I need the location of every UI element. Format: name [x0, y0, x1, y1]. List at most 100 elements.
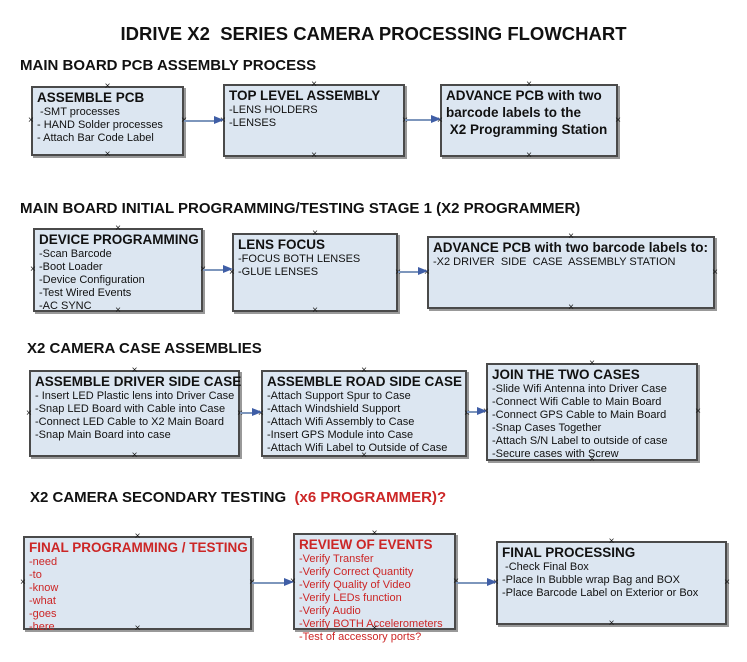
flow-box-final-processing: FINAL PROCESSING -Check Final Box-Place …: [493, 537, 730, 629]
box-title: DEVICE PROGRAMMING: [39, 232, 199, 247]
flow-box-assemble-road-side-case: ASSEMBLE ROAD SIDE CASE -Attach Support …: [258, 366, 470, 461]
box-item: -Verify Quality of Video: [299, 579, 411, 591]
box-items: - Insert LED Plastic lens into Driver Ca…: [35, 390, 238, 442]
connection-handle-icon: ×: [104, 149, 111, 160]
box-item: -what: [29, 595, 56, 607]
box-item: -Snap LED Board with Cable into Case: [35, 403, 226, 415]
heading-pcb-assembly: MAIN BOARD PCB ASSEMBLY PROCESS: [20, 57, 316, 74]
flow-box-lens-focus: LENS FOCUS -FOCUS BOTH LENSES-GLUE LENSE…: [229, 229, 401, 316]
box-item: -Attach Support Spur to Case: [267, 390, 411, 402]
box-items: -SMT processes- HAND Solder processes- A…: [37, 106, 182, 145]
heading-text: MAIN BOARD PCB ASSEMBLY PROCESS: [20, 57, 317, 74]
box-title: JOIN THE TWO CASES: [492, 367, 640, 382]
box-title: REVIEW OF EVENTS: [299, 537, 433, 552]
box-item: -Verify BOTH Accelerometers: [299, 618, 443, 630]
arrow-head-icon: [252, 408, 262, 416]
box-item: -Connect GPS Cable to Main Board: [492, 409, 667, 421]
box-item: -FOCUS BOTH LENSES: [238, 253, 361, 265]
arrow-head-icon: [223, 265, 233, 273]
flow-box-advance-pcb-programming-station: ADVANCE PCB with two barcode labels to t…: [437, 80, 621, 161]
box-items: -FOCUS BOTH LENSES-GLUE LENSES: [238, 253, 396, 279]
connection-handle-icon: ×: [615, 114, 621, 126]
box-item: -SMT processes: [37, 106, 120, 118]
connection-handle-icon: ×: [28, 115, 34, 126]
connection-handle-icon: ×: [712, 266, 718, 278]
arrow-head-icon: [284, 578, 294, 586]
box-item: -X2 DRIVER SIDE CASE ASSEMBLY STATION: [433, 256, 676, 268]
arrow-line: [405, 119, 433, 121]
heading-case-assemblies: X2 CAMERA CASE ASSEMBLIES: [27, 340, 262, 357]
box-item: -Verify Correct Quantity: [299, 566, 414, 578]
arrow-head-icon: [477, 407, 487, 415]
box-item: -Snap Main Board into case: [35, 429, 171, 441]
connection-handle-icon: ×: [608, 618, 615, 629]
arrow-head-icon: [418, 267, 428, 275]
connection-handle-icon: ×: [464, 407, 470, 419]
arrow-head-icon: [431, 115, 441, 123]
box-items: -LENS HOLDERS-LENSES: [229, 104, 403, 130]
box-item: -Attach Wifi Label to Outside of Case: [267, 442, 448, 454]
box-items: -need-to-know-what-goes-here: [29, 556, 250, 634]
box-item: -Verify Transfer: [299, 553, 374, 565]
arrow-head-icon: [487, 578, 497, 586]
box-item: -Verify Audio: [299, 605, 361, 617]
box-items: -Attach Support Spur to Case-Attach Wind…: [267, 390, 465, 455]
box-item: -LENS HOLDERS: [229, 104, 318, 116]
flow-box-assemble-driver-side-case: ASSEMBLE DRIVER SIDE CASE - Insert LED P…: [26, 366, 243, 461]
arrow-line: [240, 412, 254, 414]
box-item: -Check Final Box: [502, 561, 589, 573]
box-title: ADVANCE PCB with two barcode labels to t…: [446, 88, 608, 137]
flow-box-review-of-events: REVIEW OF EVENTS -Verify Transfer-Verify…: [290, 529, 459, 644]
box-title: FINAL PROGRAMMING / TESTING: [29, 540, 248, 555]
box-item: -Test of accessory ports?: [299, 631, 422, 643]
box-item: -Scan Barcode: [39, 248, 112, 260]
flow-box-advance-pcb-driver-side: ADVANCE PCB with two barcode labels to: …: [424, 232, 718, 313]
connection-handle-icon: ×: [131, 450, 138, 461]
box-item: -goes: [29, 608, 57, 620]
box-item: -Snap Cases Together: [492, 422, 602, 434]
box-item: -Place Barcode Label on Exterior or Box: [502, 587, 699, 599]
box-item: -need: [29, 556, 58, 568]
connection-handle-icon: ×: [312, 305, 318, 316]
box-item: -Attach Windshield Support: [267, 403, 401, 415]
box-items: -Slide Wifi Antenna into Driver Case-Con…: [492, 383, 696, 461]
flow-box-assemble-pcb: ASSEMBLE PCB -SMT processes- HAND Solder…: [28, 82, 187, 160]
heading-initial-programming: MAIN BOARD INITIAL PROGRAMMING/TESTING S…: [20, 200, 580, 217]
box-item: -Test Wired Events: [39, 287, 132, 299]
connection-handle-icon: ×: [526, 150, 532, 161]
box-title: ASSEMBLE DRIVER SIDE CASE: [35, 374, 242, 389]
box-item: -know: [29, 582, 59, 594]
box-item: -Attach Wifi Assembly to Case: [267, 416, 415, 428]
connection-handle-icon: ×: [26, 407, 32, 419]
box-item: -to: [29, 569, 42, 581]
arrow-line: [456, 582, 489, 584]
box-title: LENS FOCUS: [238, 237, 326, 252]
box-item: -Boot Loader: [39, 261, 103, 273]
arrow-line: [184, 120, 216, 122]
box-items: -Check Final Box-Place In Bubble wrap Ba…: [502, 561, 725, 600]
box-item: -Attach S/N Label to outside of case: [492, 435, 668, 447]
flow-box-final-programming-testing: FINAL PROGRAMMING / TESTING -need-to-kno…: [20, 532, 255, 634]
box-item: -GLUE LENSES: [238, 266, 319, 278]
connection-handle-icon: ×: [30, 264, 36, 275]
flow-box-device-programming: DEVICE PROGRAMMING -Scan Barcode-Boot Lo…: [30, 224, 206, 316]
box-item: - HAND Solder processes: [37, 119, 163, 131]
page-title: IDRIVE X2 SERIES CAMERA PROCESSING FLOWC…: [120, 23, 627, 44]
heading-text: MAIN BOARD INITIAL PROGRAMMING/TESTING S…: [20, 200, 581, 217]
box-item: -Place In Bubble wrap Bag and BOX: [502, 574, 680, 586]
box-item: -Secure cases with Screw: [492, 448, 619, 460]
flow-box-top-level-assembly: TOP LEVEL ASSEMBLY -LENS HOLDERS-LENSES …: [220, 80, 408, 161]
connection-handle-icon: ×: [20, 577, 26, 588]
box-item: -LENSES: [229, 117, 277, 129]
arrow-line: [203, 269, 225, 271]
box-item: -Device Configuration: [39, 274, 145, 286]
box-item: -AC SYNC: [39, 300, 92, 312]
box-title: ADVANCE PCB with two barcode labels to:: [433, 240, 709, 255]
box-item: -Insert GPS Module into Case: [267, 429, 414, 441]
box-title: FINAL PROCESSING: [502, 545, 636, 560]
box-item: - Insert LED Plastic lens into Driver Ca…: [35, 390, 235, 402]
connection-handle-icon: ×: [695, 406, 701, 417]
connection-handle-icon: ×: [724, 577, 730, 588]
box-title: TOP LEVEL ASSEMBLY: [229, 88, 381, 103]
